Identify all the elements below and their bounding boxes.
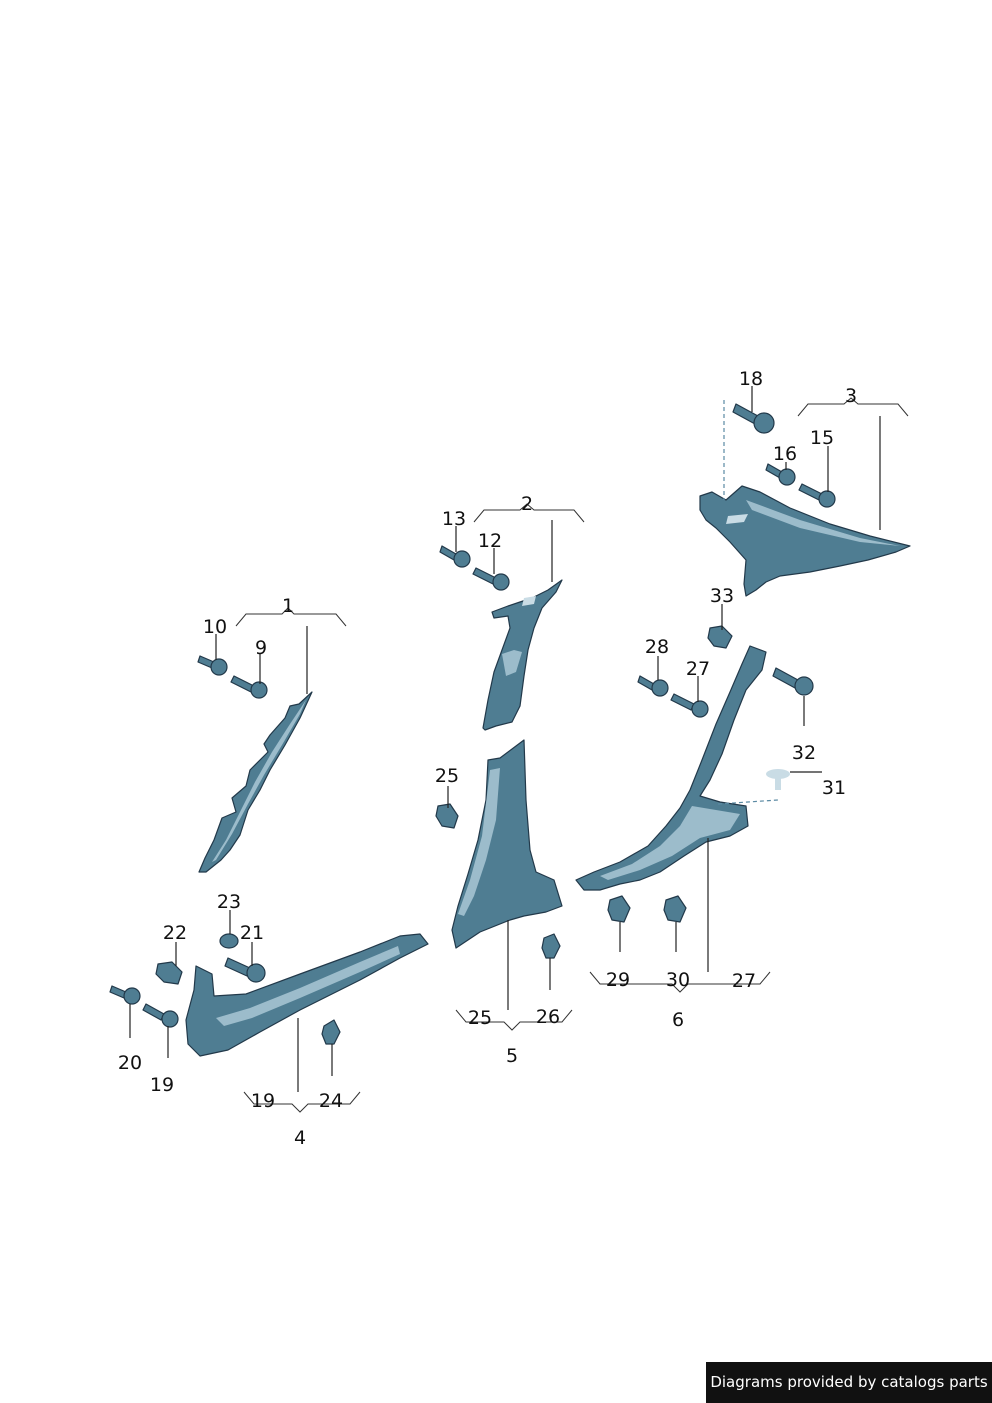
callout-20: 20 bbox=[118, 1052, 142, 1074]
screw-18 bbox=[732, 403, 775, 434]
screw-28 bbox=[637, 675, 669, 697]
callout-4: 4 bbox=[294, 1127, 306, 1149]
callout-18: 18 bbox=[739, 368, 763, 390]
callout-25-bracket: 25 bbox=[468, 1007, 492, 1029]
callout-19-bracket: 19 bbox=[251, 1090, 275, 1112]
screw-21 bbox=[224, 957, 266, 983]
callout-2: 2 bbox=[521, 493, 533, 515]
screw-32 bbox=[772, 667, 814, 696]
door-sill-trim bbox=[185, 933, 429, 1057]
callout-27-bracket: 27 bbox=[732, 970, 756, 992]
callout-15: 15 bbox=[810, 427, 834, 449]
callout-26: 26 bbox=[536, 1006, 560, 1028]
bracket-3 bbox=[797, 397, 909, 417]
callout-29: 29 bbox=[606, 969, 630, 991]
callout-31: 31 bbox=[822, 777, 846, 799]
screw-20 bbox=[109, 985, 141, 1005]
bracket-5 bbox=[455, 1009, 573, 1031]
screw-9 bbox=[230, 675, 268, 699]
clip-24 bbox=[321, 1019, 341, 1045]
callout-23: 23 bbox=[217, 891, 241, 913]
screw-16 bbox=[765, 463, 796, 486]
callout-5: 5 bbox=[506, 1045, 518, 1067]
bracket-4 bbox=[243, 1091, 361, 1113]
clip-29 bbox=[607, 895, 631, 923]
callout-21: 21 bbox=[240, 922, 264, 944]
callout-3: 3 bbox=[845, 385, 857, 407]
callout-9: 9 bbox=[255, 637, 267, 659]
callout-6: 6 bbox=[672, 1009, 684, 1031]
callout-19: 19 bbox=[150, 1074, 174, 1096]
bracket-2 bbox=[473, 503, 585, 523]
rivet-31 bbox=[766, 769, 790, 790]
bracket-1 bbox=[235, 607, 347, 627]
callout-27: 27 bbox=[686, 658, 710, 680]
c-pillar-trim bbox=[699, 485, 911, 597]
screw-13 bbox=[439, 545, 471, 568]
clip-33 bbox=[707, 625, 733, 649]
callout-22: 22 bbox=[163, 922, 187, 944]
callout-24: 24 bbox=[319, 1090, 343, 1112]
callout-32: 32 bbox=[792, 742, 816, 764]
callout-30: 30 bbox=[666, 969, 690, 991]
clip-22 bbox=[155, 961, 183, 985]
a-pillar-trim bbox=[198, 691, 313, 873]
callout-28: 28 bbox=[645, 636, 669, 658]
clip-25a bbox=[435, 803, 459, 829]
leader-lines bbox=[129, 386, 881, 1092]
clip-26 bbox=[541, 933, 561, 959]
callout-1: 1 bbox=[282, 595, 294, 617]
wheel-arch-trim bbox=[575, 645, 767, 891]
screw-27 bbox=[670, 693, 709, 718]
b-pillar-upper-trim bbox=[482, 579, 563, 731]
clip-30 bbox=[663, 895, 687, 923]
callout-16: 16 bbox=[773, 443, 797, 465]
callout-12: 12 bbox=[478, 530, 502, 552]
callout-33: 33 bbox=[710, 585, 734, 607]
callout-25: 25 bbox=[435, 765, 459, 787]
screw-19 bbox=[142, 1003, 179, 1028]
screw-15 bbox=[798, 483, 836, 508]
screw-12 bbox=[472, 567, 510, 591]
b-pillar-lower-trim bbox=[451, 739, 563, 949]
bracket-6 bbox=[589, 971, 771, 993]
diagram-credit: Diagrams provided by catalogs parts bbox=[706, 1362, 992, 1403]
screw-10 bbox=[197, 655, 228, 676]
cap-23 bbox=[219, 933, 239, 949]
callout-labels: 1 2 3 4 5 6 9 10 12 13 15 16 18 19 19 20… bbox=[118, 368, 857, 1149]
callout-13: 13 bbox=[442, 508, 466, 530]
callout-10: 10 bbox=[203, 616, 227, 638]
